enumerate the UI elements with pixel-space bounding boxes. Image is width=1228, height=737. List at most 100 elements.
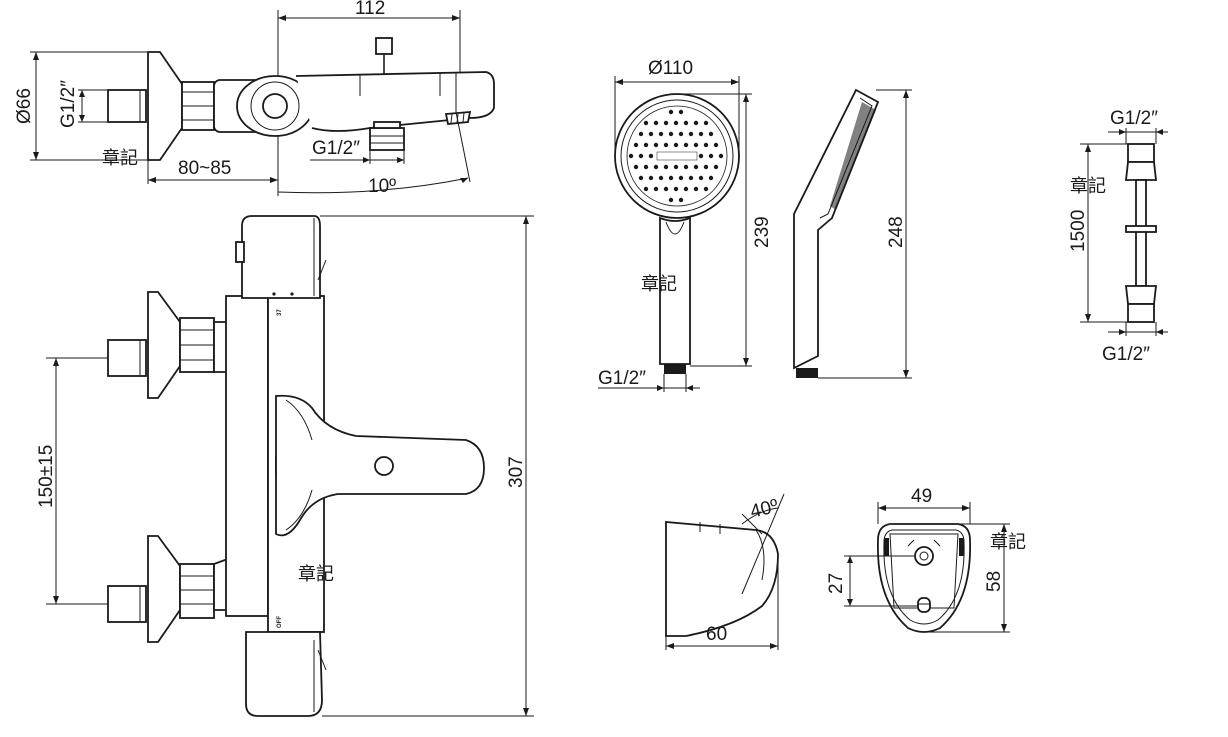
nozzle [683,120,689,126]
nozzle [708,153,714,159]
nozzle [648,131,654,137]
nozzle [653,164,659,170]
dim-wall-offset: 80~85 [178,158,231,179]
nozzle [643,120,649,126]
dim-holder-angle: 40º [748,496,780,523]
nozzle [673,120,679,126]
nozzle [633,142,639,148]
nozzle [628,153,634,159]
dim-flange-diameter: Ø66 [14,88,35,124]
nozzle [683,186,689,192]
nozzle [678,109,684,115]
mixer-top-view [107,37,495,161]
temp-marking: 37 [277,309,283,316]
off-marking: OFF [277,616,283,628]
nozzle [698,175,704,181]
nozzle [703,120,709,126]
nozzle [668,175,674,181]
top-view-dimensions: 112 Ø66 G1/2″ G1/2″ 80~85 10º 章記 [14,0,471,197]
nozzle [638,153,644,159]
watermark: 章記 [641,274,677,295]
nozzle [708,131,714,137]
front-view-dimensions: 150±15 307 [36,215,534,717]
handshower-front [614,93,740,374]
nozzle [673,186,679,192]
dim-handshower-side-length: 248 [886,216,907,248]
dim-outlet-thread: G1/2″ [312,138,360,159]
nozzle [643,164,649,170]
nozzle [653,120,659,126]
nozzle [693,142,699,148]
nozzle [668,197,674,203]
nozzle [663,120,669,126]
nozzle [698,131,704,137]
nozzle-pattern [628,109,724,203]
nozzle [643,186,649,192]
dim-body-height: 307 [506,456,527,488]
nozzle [678,175,684,181]
dim-holder-height: 58 [984,571,1005,592]
nozzle [678,131,684,137]
nozzle [703,142,709,148]
nozzle [658,175,664,181]
dim-handshower-thread: G1/2″ [598,368,646,389]
nozzle [718,153,724,159]
mixer-front-view: 37 OFF 章記 [107,215,485,717]
nozzle [653,186,659,192]
nozzle [663,142,669,148]
nozzle [678,197,684,203]
dim-top-width: 112 [355,0,385,19]
nozzle [653,142,659,148]
holder-side-view [665,521,779,637]
watermark: 章記 [102,148,138,169]
handshower-front-dimensions: Ø110 239 G1/2″ 章記 [598,58,773,392]
nozzle [693,120,699,126]
nozzle [703,186,709,192]
nozzle [693,164,699,170]
handshower-side [793,88,880,378]
nozzle [663,164,669,170]
dim-holder-width: 49 [911,486,932,507]
nozzle [683,164,689,170]
dim-holder-hole: 27 [826,573,847,594]
nozzle [658,131,664,137]
hose-dimensions: G1/2″ 1500 G1/2″ 章記 [1068,108,1168,365]
nozzle [648,153,654,159]
nozzle [663,186,669,192]
dim-handshower-length: 239 [752,216,773,248]
watermark: 章記 [990,532,1026,553]
nozzle [648,175,654,181]
nozzle [713,142,719,148]
nozzle [703,164,709,170]
nozzle [673,142,679,148]
watermark: 章記 [298,564,334,585]
nozzle [673,164,679,170]
dim-hose-thread-bottom: G1/2″ [1102,344,1150,365]
dim-inlet-thread: G1/2″ [58,80,79,128]
nozzle [698,153,704,159]
dim-head-diameter: Ø110 [648,58,693,79]
nozzle [688,175,694,181]
dim-holder-depth: 60 [706,624,727,645]
nozzle [668,109,674,115]
nozzle [708,175,714,181]
nozzle [693,186,699,192]
holder-front-view [877,523,971,633]
nozzle [668,131,674,137]
nozzle [688,131,694,137]
dim-centers: 150±15 [36,445,57,508]
dim-spout-angle: 10º [368,176,396,197]
nozzle [638,175,644,181]
holder-side-dimensions: 60 40º [665,493,785,650]
nozzle [713,164,719,170]
nozzle [643,142,649,148]
nozzle [633,164,639,170]
watermark: 章記 [1070,176,1106,197]
nozzle [683,142,689,148]
shower-hose [1124,143,1158,323]
nozzle [638,131,644,137]
holder-front-dimensions: 49 27 58 章記 [826,486,1026,633]
dim-hose-length: 1500 [1068,210,1089,252]
